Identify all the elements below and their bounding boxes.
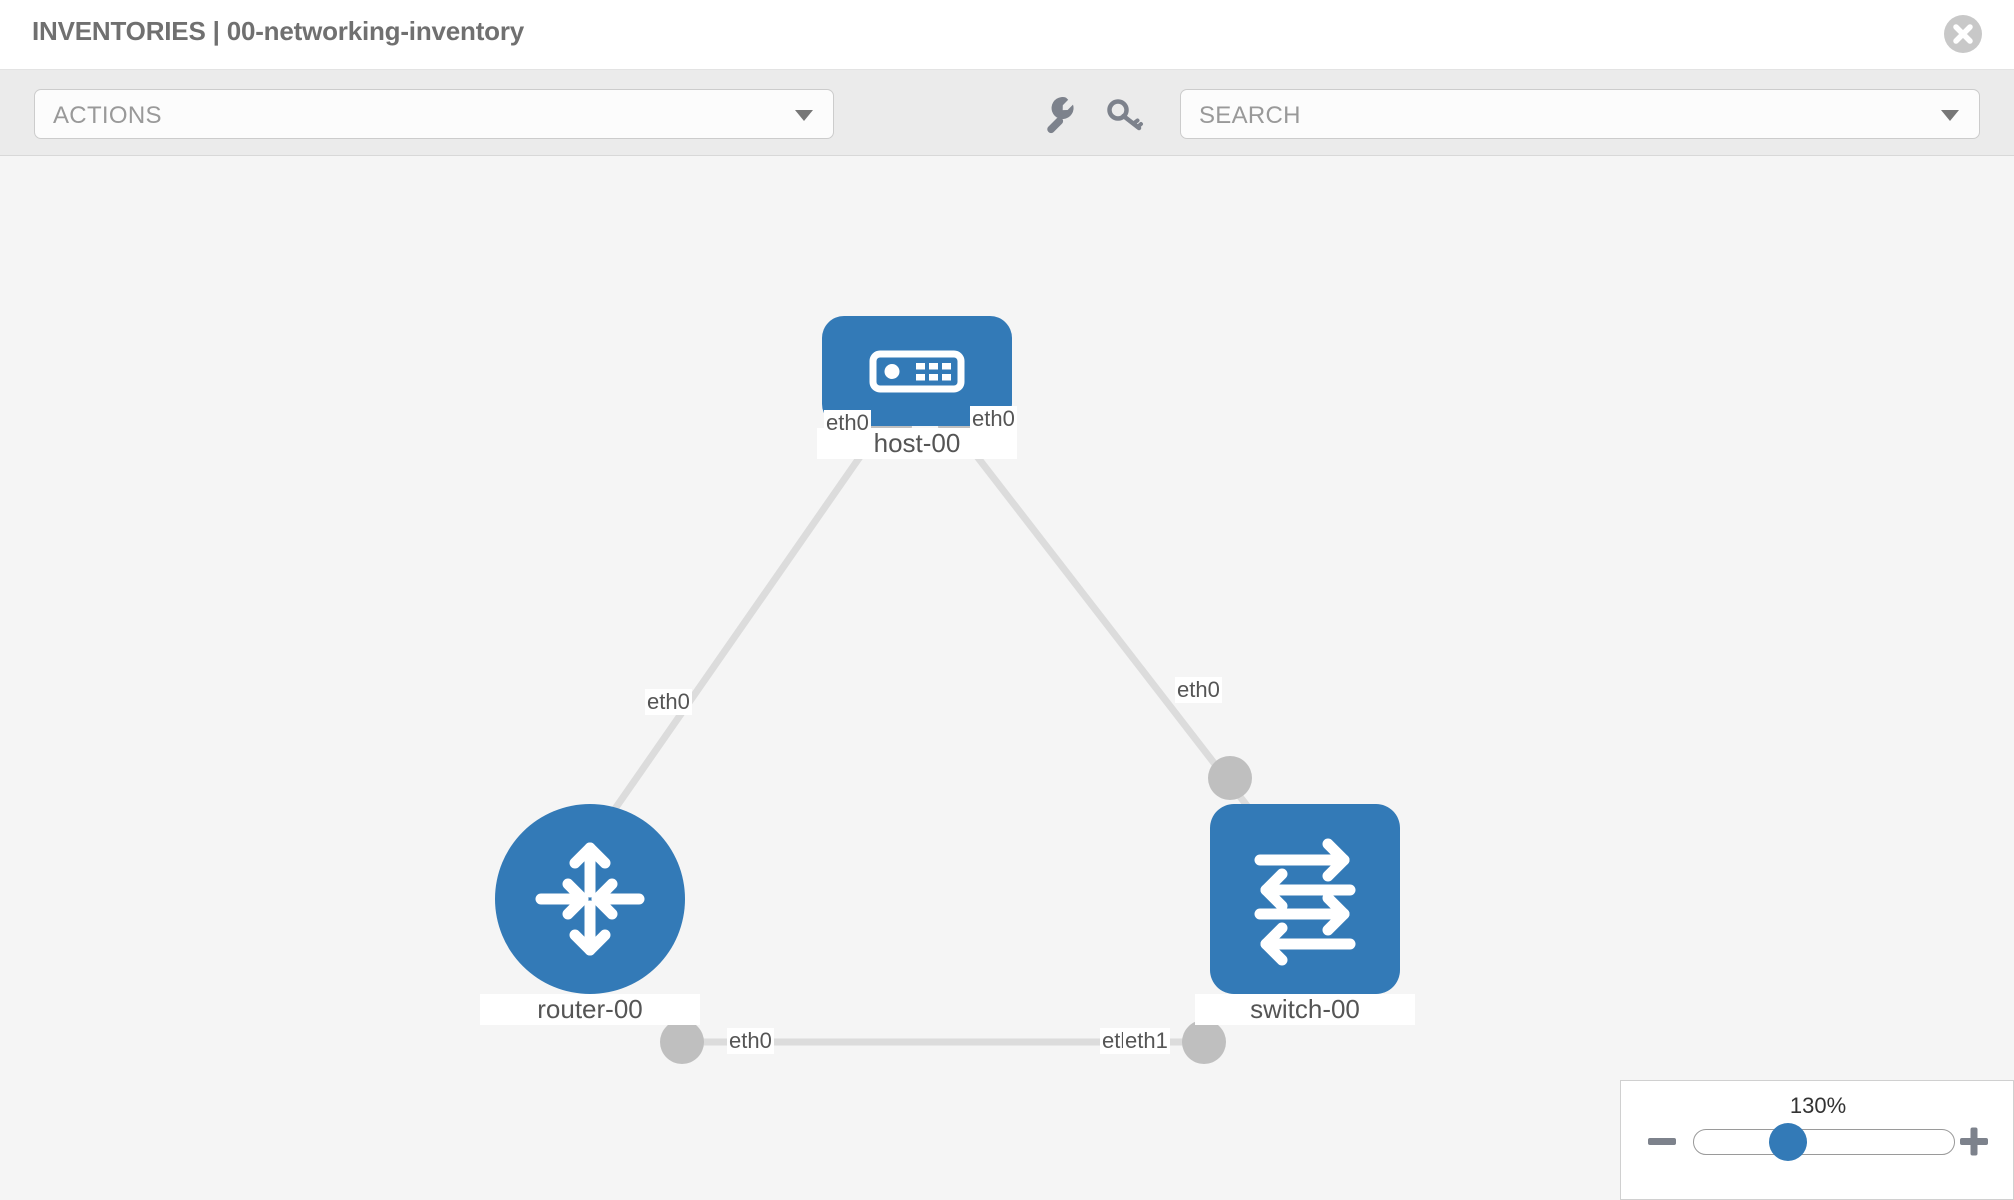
node-switch-00[interactable]: switch-00 <box>1195 804 1415 1025</box>
handle-switch-left[interactable] <box>1182 1020 1226 1064</box>
close-icon <box>1944 15 1982 53</box>
router-arrows-icon <box>495 804 685 999</box>
zoom-slider-track[interactable] <box>1693 1129 1955 1155</box>
actions-dropdown-label: ACTIONS <box>53 102 162 129</box>
toolbar: ACTIONS SEARCH <box>0 70 2014 156</box>
link-host-router[interactable] <box>607 426 883 818</box>
topology-links <box>607 425 1258 1046</box>
node-router-00[interactable]: router-00 <box>480 804 700 1025</box>
zoom-out-button[interactable] <box>1645 1125 1679 1159</box>
zoom-slider-thumb[interactable] <box>1769 1123 1807 1161</box>
port-label-host-right: eth0 <box>970 406 1017 432</box>
chevron-down-icon <box>795 110 813 121</box>
zoom-in-button[interactable] <box>1957 1125 1991 1159</box>
handle-switch-top[interactable] <box>1208 756 1252 800</box>
port-label-router-right: eth0 <box>727 1028 774 1054</box>
node-switch-shape <box>1210 804 1400 994</box>
search-input[interactable]: SEARCH <box>1180 89 1980 139</box>
node-router-label: router-00 <box>480 994 700 1025</box>
wrench-icon[interactable] <box>1039 94 1081 136</box>
key-icon[interactable] <box>1103 94 1145 136</box>
actions-dropdown[interactable]: ACTIONS <box>34 89 834 139</box>
port-label-switch-up: eth0 <box>1175 677 1222 703</box>
zoom-level-value: 130% <box>1789 1093 1847 1118</box>
zoom-out-icon <box>1645 1125 1679 1159</box>
search-placeholder: SEARCH <box>1199 102 1301 129</box>
handle-router-right[interactable] <box>660 1020 704 1064</box>
node-switch-label: switch-00 <box>1195 994 1415 1025</box>
topology-canvas[interactable]: host-00 router-00 <box>0 156 2014 1200</box>
zoom-in-icon <box>1957 1125 1991 1159</box>
page-title: INVENTORIES | 00-networking-inventory <box>32 16 525 46</box>
port-label-host-left: eth0 <box>824 410 871 436</box>
page-header: INVENTORIES | 00-networking-inventory <box>0 0 2014 70</box>
port-label-switch-left: eth1 <box>1123 1028 1170 1054</box>
switch-arrows-icon <box>1210 804 1400 999</box>
link-host-switch[interactable] <box>952 425 1258 819</box>
server-icon <box>822 316 1012 431</box>
node-router-shape <box>495 804 685 994</box>
zoom-control-panel: 130% <box>1620 1080 2014 1200</box>
port-label-router-up: eth0 <box>645 689 692 715</box>
close-button[interactable] <box>1944 15 1982 53</box>
chevron-down-icon[interactable] <box>1941 110 1959 121</box>
